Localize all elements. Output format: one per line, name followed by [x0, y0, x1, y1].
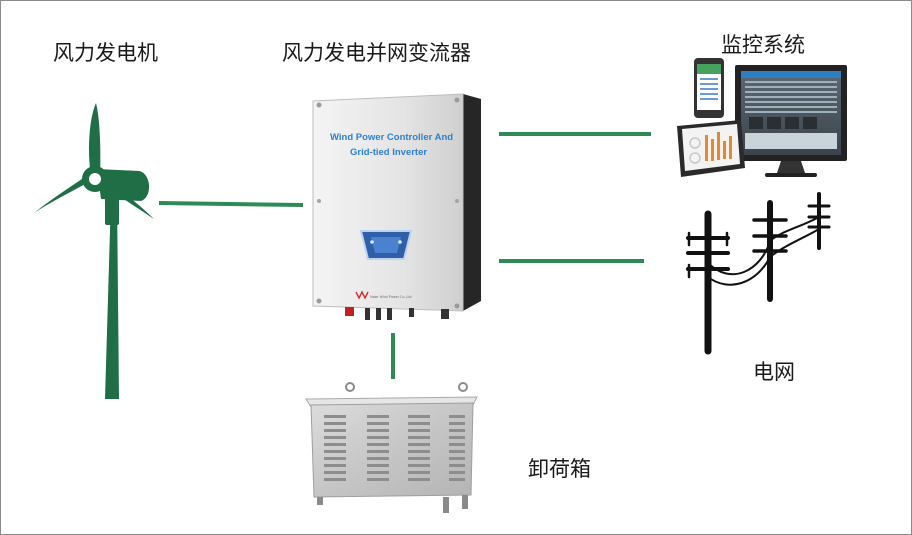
inverter-screw	[317, 199, 321, 203]
inverter-display-glass	[371, 237, 401, 253]
inverter-panel-line2: Grid-tied Inverter	[350, 147, 427, 158]
inverter-terminal-red	[345, 307, 354, 316]
box-feet	[317, 495, 468, 513]
lifting-eye	[458, 382, 468, 392]
box-vents	[324, 415, 465, 481]
monitor-base	[765, 173, 817, 177]
phone-rows	[700, 78, 718, 100]
turbine-blade-left	[34, 177, 87, 213]
inverter-terminal	[387, 308, 392, 320]
power-grid-icon	[686, 192, 831, 355]
turbine-hub-center	[89, 173, 101, 185]
brand-logo-icon	[355, 290, 369, 300]
monitoring-system-icon	[677, 58, 847, 177]
inverter-terminal	[409, 308, 414, 317]
power-grid-label: 电网	[753, 360, 795, 384]
connector-lines	[158, 132, 651, 379]
lifting-eye	[345, 382, 355, 392]
turbine-blade-top	[88, 103, 101, 177]
tablet-gauges	[689, 132, 732, 164]
inverter-led	[370, 240, 374, 244]
monitor-grid	[745, 81, 837, 113]
box-body	[310, 402, 474, 498]
inverter-terminal	[365, 308, 370, 320]
inverter-panel-line1: Wind Power Controller And	[330, 132, 453, 143]
monitor-screen-header	[741, 71, 841, 78]
inverter-body	[312, 93, 464, 312]
monitor-panels	[749, 117, 817, 129]
inverter-led	[398, 240, 402, 244]
dump-load-box-icon	[305, 382, 478, 513]
monitor-stand	[777, 161, 805, 173]
inverter-screw	[316, 298, 322, 304]
monitor-footer	[745, 133, 837, 149]
inverter-icon: Wind Power Controller And Grid-tied Inve…	[312, 93, 481, 320]
turbine-tower-cap	[105, 195, 119, 225]
turbine-tower	[105, 197, 119, 399]
inverter-brand: Naier Wind Power Co.,Ltd	[370, 295, 412, 299]
inverter-terminal	[441, 309, 449, 319]
inverter-screw	[454, 97, 460, 103]
inverter-screw	[316, 102, 322, 108]
inverter-screw	[454, 303, 460, 309]
power-lines	[707, 216, 820, 276]
dump-load-label: 卸荷箱	[528, 457, 591, 481]
inverter-terminal	[376, 308, 381, 320]
wind-turbine-icon	[34, 103, 154, 399]
phone-header	[697, 64, 721, 74]
wind-turbine-label: 风力发电机	[53, 41, 158, 65]
monitoring-system-label: 监控系统	[721, 33, 805, 57]
inverter-screw	[455, 199, 459, 203]
turbine-nacelle	[97, 169, 150, 201]
connector-turbine-inverter	[158, 201, 304, 207]
inverter-side-panel	[463, 94, 481, 311]
inverter-label: 风力发电并网变流器	[282, 41, 471, 65]
